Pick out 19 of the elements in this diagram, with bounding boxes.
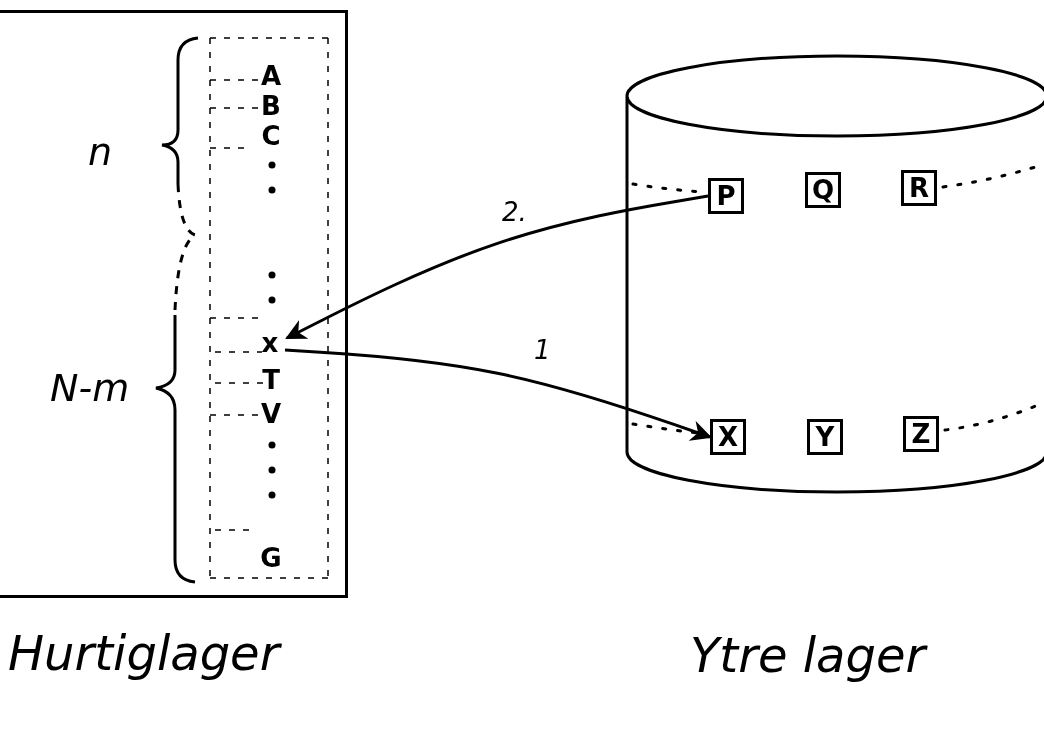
count-label: n [88, 130, 113, 174]
arrow [285, 194, 709, 340]
record-box: X [710, 419, 746, 455]
record-letter: x [255, 330, 285, 358]
record-letter: V [256, 401, 286, 429]
record-letter: B [256, 93, 286, 119]
record-letter: T [256, 367, 286, 395]
record-box: Y [807, 419, 843, 455]
arrow [284, 348, 712, 441]
record-box: Z [903, 416, 939, 452]
record-letter: C [256, 123, 286, 151]
record-box: P [708, 178, 744, 214]
count-label: N-m [50, 366, 130, 410]
cylinder-caption: Ytre lager [690, 627, 926, 683]
block-caption: Hurtiglager [8, 625, 280, 681]
record-box: Q [805, 172, 841, 208]
record-letter: G [256, 545, 286, 573]
record-letter: A [256, 63, 286, 91]
record-box: R [901, 170, 937, 206]
